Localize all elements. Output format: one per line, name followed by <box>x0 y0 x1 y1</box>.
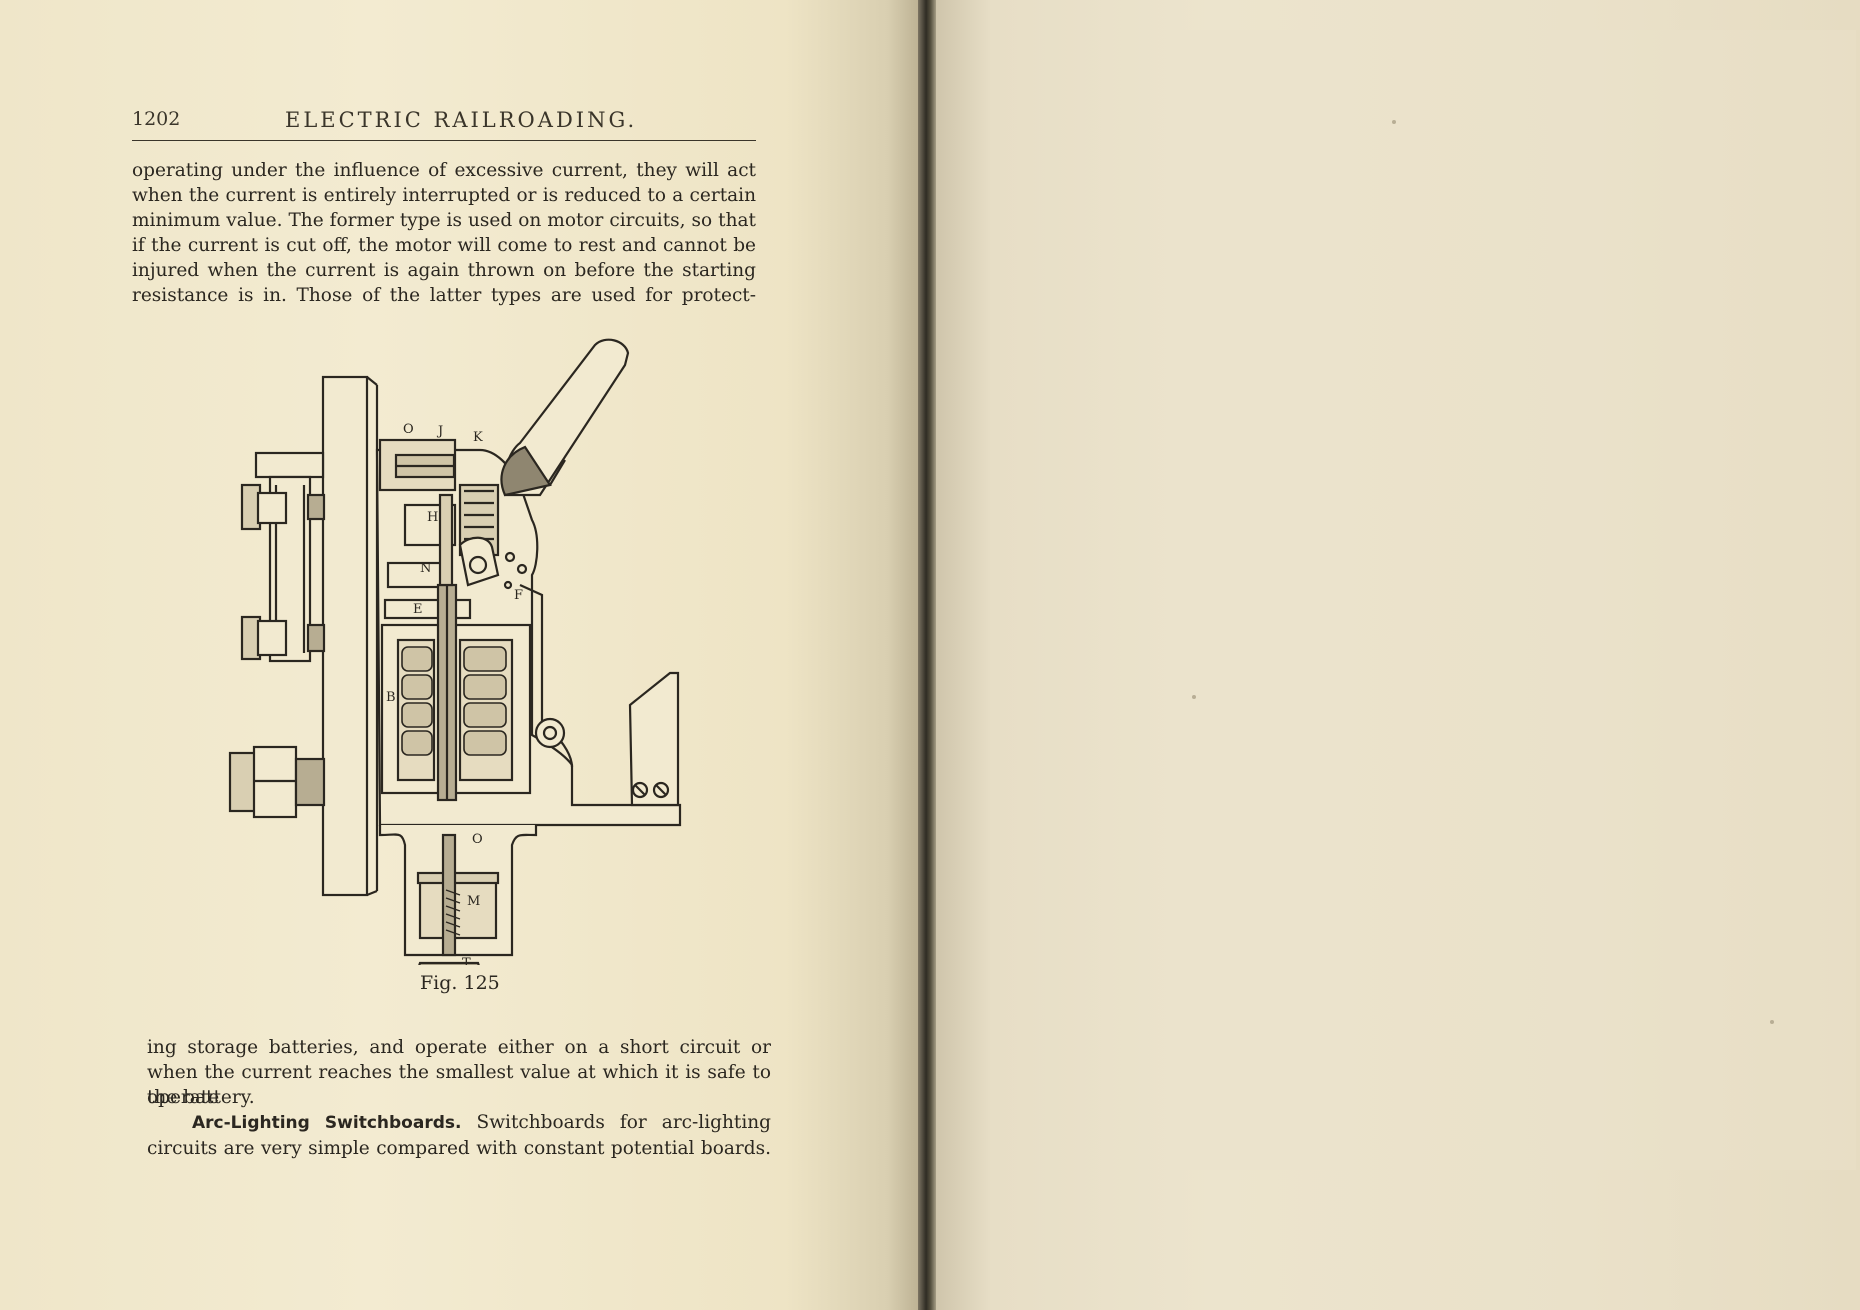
figure-caption: Fig. 125 <box>420 972 500 994</box>
label-b: B <box>386 690 396 705</box>
label-j: J <box>436 424 443 439</box>
label-n: N <box>420 561 431 576</box>
paper-speck <box>1770 1020 1774 1024</box>
paper-speck <box>1392 120 1396 124</box>
paragraph-bottom-end: the battery. <box>147 1087 255 1108</box>
arc-lighting-heading: Arc-Lighting Switchboards. <box>192 1113 462 1133</box>
arc-lighting-text: Switchboards for arc-lighting circuits a… <box>147 1112 771 1159</box>
paper-speck <box>1192 695 1196 699</box>
paragraph-top: operating under the influence of excessi… <box>132 160 756 306</box>
running-title: ELECTRIC RAILROADING. <box>285 108 638 132</box>
book-gutter <box>918 0 936 1310</box>
label-h: H <box>427 510 438 525</box>
circuit-breaker-illustration: O J K H N E F B O M T <box>228 338 682 965</box>
right-page-inner-area <box>1156 30 1856 1170</box>
label-m: M <box>467 894 480 909</box>
running-head: 1202 ELECTRIC RAILROADING. <box>132 106 756 141</box>
label-t: T <box>462 956 471 965</box>
label-e: E <box>413 602 423 617</box>
right-page-blank <box>936 0 1860 1310</box>
label-o-lower: O <box>472 832 483 847</box>
page-number: 1202 <box>132 108 181 130</box>
left-page: 1202 ELECTRIC RAILROADING. operating und… <box>0 0 924 1310</box>
label-o-top: O <box>403 422 414 437</box>
figure-125: O J K H N E F B O M T <box>220 335 690 965</box>
label-k: K <box>473 430 483 445</box>
paragraph-bottom: ing storage batteries, and operate eithe… <box>147 1037 771 1108</box>
label-f: F <box>514 588 523 603</box>
paragraph-arc-lighting: Arc-Lighting Switchboards. Switchboards … <box>147 1110 771 1161</box>
